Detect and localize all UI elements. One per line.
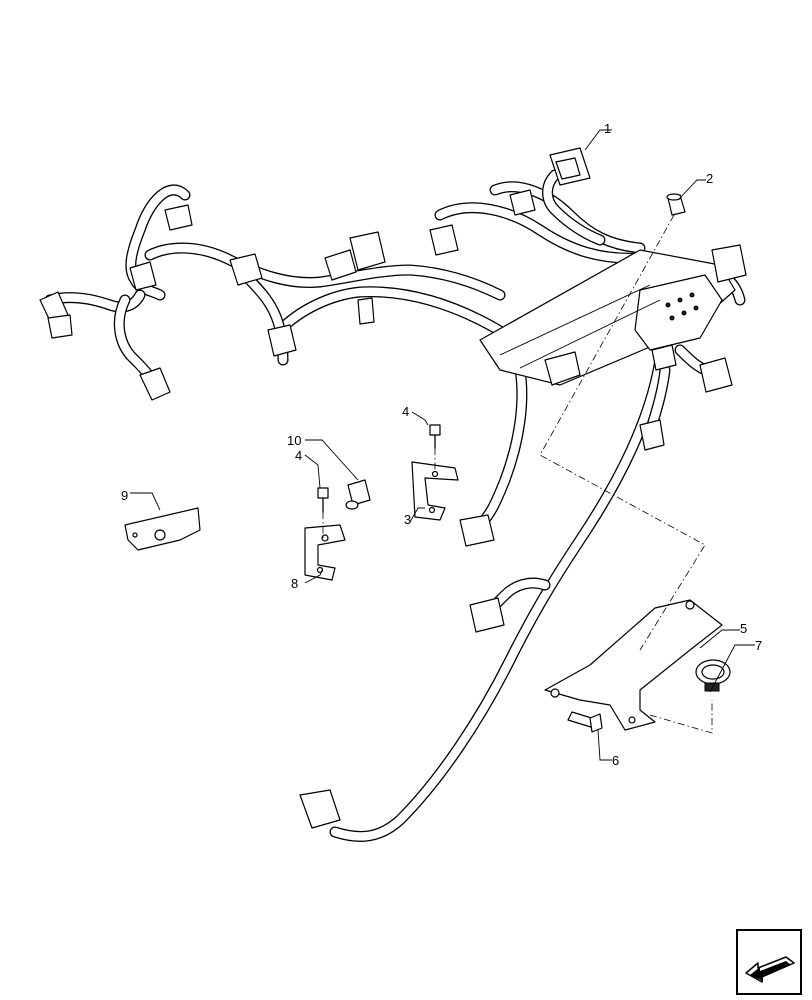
callout-6: 6: [612, 753, 619, 768]
callout-7: 7: [755, 638, 762, 653]
callout-labels: 1 2 3 4 4 5 6 7 8 9 10: [121, 121, 762, 768]
screw-2: [666, 193, 686, 216]
callout-4-upper: 4: [402, 404, 409, 419]
callout-10: 10: [287, 433, 301, 448]
callout-2: 2: [706, 171, 713, 186]
bracket-8: [304, 524, 346, 581]
assembly-lines: [322, 214, 713, 734]
bolt-4-upper: [429, 424, 441, 449]
ecu-module: [479, 249, 736, 386]
callout-5: 5: [740, 621, 747, 636]
support-plate-5: [544, 599, 723, 731]
return-nav-button[interactable]: [736, 929, 802, 995]
callout-3: 3: [404, 512, 411, 527]
grommet-10: [345, 479, 371, 510]
harness-connectors: [39, 189, 747, 829]
callout-8: 8: [291, 576, 298, 591]
callout-4-lower: 4: [295, 448, 302, 463]
bolt-4-lower: [317, 487, 329, 513]
connector-1: [549, 147, 591, 186]
callout-1: 1: [604, 121, 611, 136]
bracket-9: [124, 507, 201, 551]
callout-9: 9: [121, 488, 128, 503]
leader-lines: [130, 129, 755, 761]
bracket-3: [411, 461, 459, 521]
bolt-6: [567, 711, 603, 733]
arrow-return-icon: [736, 929, 802, 995]
